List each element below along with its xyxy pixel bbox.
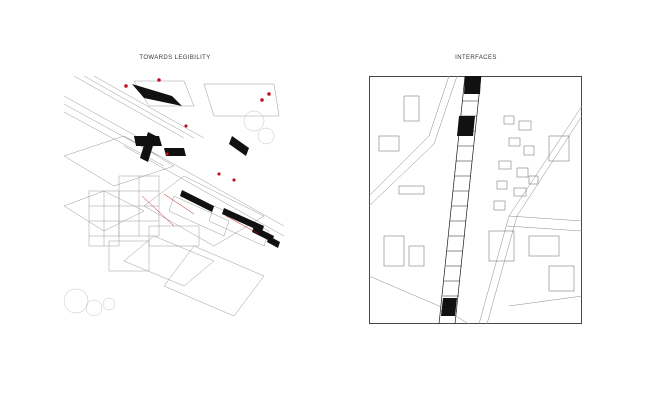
plan-drawing	[369, 76, 582, 324]
left-panel-title: TOWARDS LEGIBILITY	[139, 55, 211, 61]
axonometric-svg	[64, 76, 284, 316]
plan-svg	[369, 76, 582, 324]
axonometric-drawing	[64, 76, 284, 316]
right-panel-title: INTERFACES	[455, 55, 497, 61]
